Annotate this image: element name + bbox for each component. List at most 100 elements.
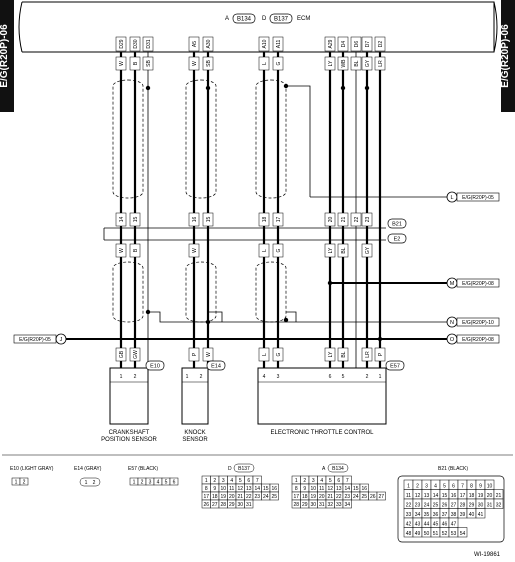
legend-b21-cell-9: 9: [479, 484, 482, 490]
legend-a134-cell-16: 16: [361, 486, 367, 492]
mid-wire-color-5: G: [276, 248, 282, 252]
wire-color-box-2: [129, 56, 141, 71]
b21-pin-box-8: [337, 212, 349, 227]
etc-pin-3: 3: [277, 374, 280, 380]
legend-b21-cell-53: 53: [451, 531, 457, 537]
legend-b21-cell-51: 51: [433, 531, 439, 537]
mid-color-box-6: [324, 243, 336, 258]
mid-wire-color-6: LY: [328, 247, 334, 253]
legend-b21-cell-41: 41: [478, 512, 484, 518]
legend-b21-cell-15: 15: [442, 493, 448, 499]
legend-b21-cell-12: 12: [415, 493, 421, 499]
ecm-module: A B134 D B137 ECM: [18, 1, 498, 53]
legend-d137-cell-11: 11: [229, 486, 234, 492]
legend-d137-cell-14: 14: [254, 486, 260, 492]
wire-color-1: W: [119, 61, 125, 66]
legend-a134-cell-20: 20: [319, 494, 325, 500]
bottom-wire-color-10: P: [378, 352, 384, 356]
legend-d137-cell-1: 1: [205, 478, 208, 484]
shield-crank-lower: [112, 261, 144, 323]
legend-b21-cell-box-41: [475, 508, 486, 519]
legend-b21-cell-20: 20: [487, 493, 493, 499]
bottom-color-box-7: [324, 347, 336, 362]
crank-name-2: POSITION SENSOR: [101, 437, 157, 443]
legend-e14-cell-1: 1: [85, 480, 88, 486]
mid-color-box-3: [188, 243, 200, 258]
side-tab-right: E/G(R20P)-06: [500, 0, 515, 112]
bottom-color-box-5: [258, 347, 270, 362]
wire-color-9: WB: [341, 59, 347, 68]
bottom-wire-color-6: G: [276, 352, 282, 356]
shield-knock-upper: [185, 79, 217, 199]
legend-b21-cell-45: 45: [433, 522, 439, 528]
legend-a134-cell-14: 14: [344, 486, 350, 492]
legend-a134-cell-9: 9: [303, 486, 306, 492]
shield-crank-upper: [112, 79, 144, 199]
legend-d137-cell-9: 9: [213, 486, 216, 492]
mid-color-box-7: [337, 243, 349, 258]
legend-b21-cell-22: 22: [406, 503, 412, 509]
bottom-wire-color-4: W: [206, 352, 212, 357]
b21-pin-7: 20: [328, 217, 334, 223]
ecm-pin-5: A30: [206, 39, 212, 48]
legend-e10-cell-1: 1: [15, 480, 18, 486]
ecm-pin-box-11: [361, 36, 373, 52]
side-tab-right-label: E/G(R20P)-06: [500, 24, 511, 88]
crankshaft-position-sensor: 1 2 E10 CRANKSHAFT POSITION SENSOR: [101, 360, 165, 443]
b21-pin-6: 17: [276, 217, 282, 223]
shield-ground-crank: [148, 311, 186, 323]
b21-pin-9: 22: [354, 217, 360, 223]
legend-a134-cell-box-34: [342, 499, 352, 509]
legend-d137-cell-30: 30: [237, 502, 243, 508]
bottom-color-box-10: [374, 347, 386, 362]
legend-e14-label: E14 (GRAY): [74, 466, 102, 472]
ecm-pin-4: A5: [192, 41, 198, 47]
wire-color-10: BL: [354, 60, 360, 66]
legend-a134-cell-24: 24: [353, 494, 359, 500]
mid-wire-color-4: L: [262, 249, 268, 252]
legend-d137-cell-19: 19: [220, 494, 226, 500]
legend-b21-cell-21: 21: [496, 493, 502, 499]
legend-d137-cell-23: 23: [254, 494, 260, 500]
b21-pin-10: 23: [365, 217, 371, 223]
legend-b21-cell-31: 31: [487, 503, 493, 509]
mid-color-box-1: [115, 243, 127, 258]
ecm-prefix-a: A: [225, 16, 229, 22]
knock-pin-1: 1: [186, 374, 189, 380]
legend-e14-cell-2: 2: [93, 480, 96, 486]
wire-color-7: G: [276, 61, 282, 65]
knock-connector: E14: [211, 364, 221, 370]
wire-color-box-7: [272, 56, 284, 71]
offpage-J-label: E/G(R20P)-05: [19, 337, 51, 343]
legend-d137-cell-31: 31: [246, 502, 252, 508]
mid-color-box-2: [129, 243, 141, 258]
ecm-prefix-d: D: [262, 16, 267, 22]
legend-b21-cell-10: 10: [487, 484, 493, 490]
bottom-color-box-4: [202, 347, 214, 362]
legend-d137-cell-12: 12: [237, 486, 243, 492]
wire-color-4: W: [192, 61, 198, 66]
legend-e57-cell-6: 6: [173, 480, 176, 486]
legend-a134-cell-19: 19: [310, 494, 316, 500]
legend-b21-cell-24: 24: [424, 503, 430, 509]
offpage-L-label: E/G(R20P)-05: [462, 195, 494, 201]
ecm-pin-box-6: [258, 36, 270, 52]
legend-e57-cell-2: 2: [141, 480, 144, 486]
ecm-pin-box-12: [374, 36, 386, 52]
legend-b21-cell-50: 50: [424, 531, 430, 537]
b21-e2-connector-band: B21 E2: [103, 218, 407, 244]
legend-a134-cell-18: 18: [302, 494, 308, 500]
legend-b21-cell-2: 2: [416, 484, 419, 490]
b21-pin-5: 18: [262, 217, 268, 223]
b21-pin-box-2: [129, 212, 141, 227]
bottom-color-box-8: [337, 347, 349, 362]
legend-b21-cell-1: 1: [407, 484, 410, 490]
legend-a134-cell-30: 30: [310, 502, 316, 508]
crank-pin-1: 1: [120, 374, 123, 380]
wire-color-box-6: [258, 56, 270, 71]
wire-color-box-8: [324, 56, 336, 71]
